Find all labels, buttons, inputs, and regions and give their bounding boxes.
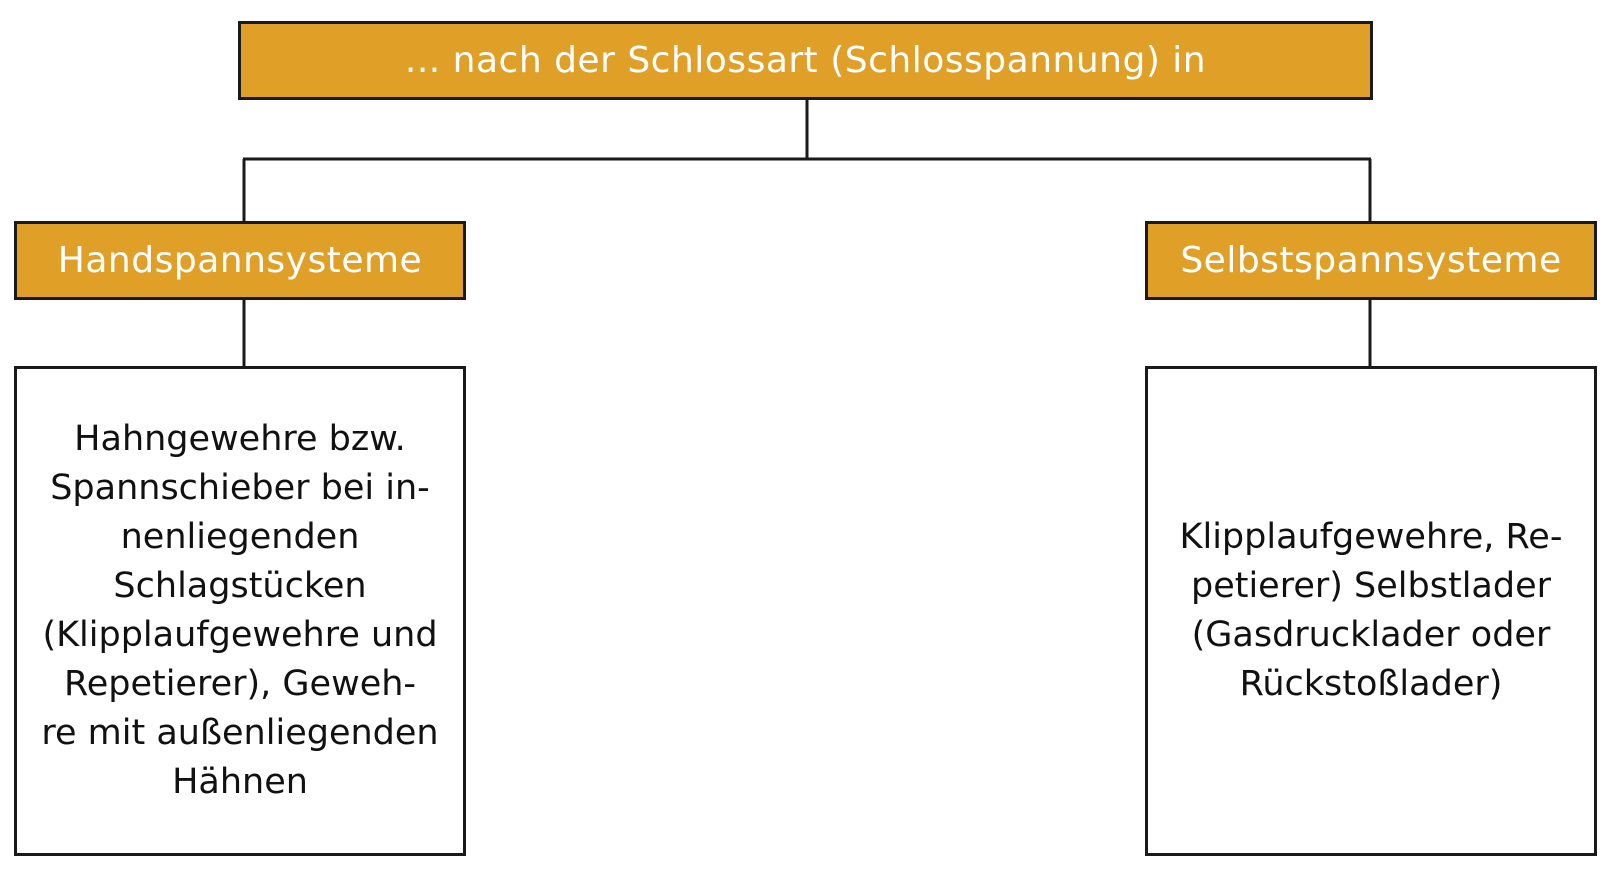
- leaf-node-text: Hahngewehre bzw. Spannschieber bei in- n…: [41, 419, 439, 802]
- leaf-node-text: Klipplaufgewehre, Re- petierer) Selbstla…: [1179, 517, 1563, 704]
- branch-node-label: Selbstspannsysteme: [1180, 240, 1562, 281]
- branch-node-label: Handspannsysteme: [57, 240, 423, 281]
- leaf-node-handspannsysteme-description: Hahngewehre bzw. Spannschieber bei in- n…: [14, 366, 466, 856]
- branch-node-handspannsysteme: Handspannsysteme: [14, 221, 466, 300]
- leaf-node-selbstspannsysteme-description: Klipplaufgewehre, Re- petierer) Selbstla…: [1145, 366, 1597, 856]
- root-node-label: ... nach der Schlossart (Schlosspannung)…: [404, 40, 1207, 81]
- branch-node-selbstspannsysteme: Selbstspannsysteme: [1145, 221, 1597, 300]
- root-node: ... nach der Schlossart (Schlosspannung)…: [238, 21, 1373, 100]
